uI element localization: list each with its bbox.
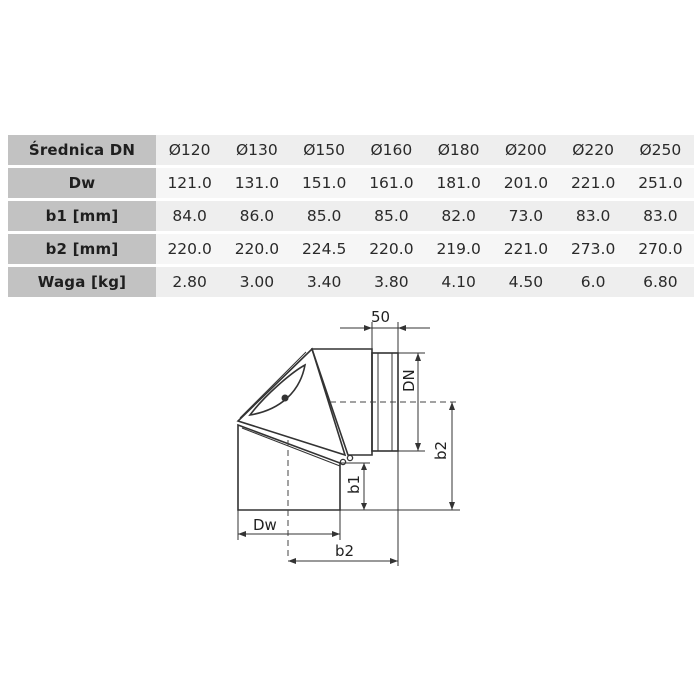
table-cell: 220.0 — [223, 234, 291, 264]
table-cell: 151.0 — [290, 168, 358, 198]
table-cell: 2.80 — [156, 267, 224, 297]
table-cell: 85.0 — [357, 201, 425, 231]
table-cell: 251.0 — [626, 168, 694, 198]
row-header: Dw — [8, 168, 156, 198]
label-dn: DN — [400, 369, 418, 392]
table-cell: 220.0 — [156, 234, 224, 264]
table-cell: 181.0 — [425, 168, 493, 198]
table-cell: Ø130 — [223, 135, 291, 165]
table-cell: 85.0 — [290, 201, 358, 231]
table-cell: 4.10 — [425, 267, 493, 297]
table-cell: 131.0 — [223, 168, 291, 198]
label-dw: Dw — [253, 516, 277, 534]
table-cell: 220.0 — [357, 234, 425, 264]
row-header: Waga [kg] — [8, 267, 156, 297]
table-cell: 4.50 — [492, 267, 560, 297]
arrow-b2h-right — [390, 558, 398, 564]
table-cell: 83.0 — [626, 201, 694, 231]
middle-seam-line — [239, 351, 307, 419]
lock-screw-2 — [346, 454, 354, 462]
table-cell: 273.0 — [559, 234, 627, 264]
bottom-seam-line — [241, 427, 341, 467]
table-cell: 83.0 — [559, 201, 627, 231]
table-cell: Ø180 — [425, 135, 493, 165]
elbow-top-segment — [310, 348, 373, 456]
table-cell: 3.40 — [290, 267, 358, 297]
table-cell: Ø250 — [626, 135, 694, 165]
elbow-diagram: 50 DN b2 b1 Dw b2 — [236, 308, 460, 566]
arrow-dw-left — [238, 531, 246, 537]
table-cell: 3.80 — [357, 267, 425, 297]
table-cell: Ø120 — [156, 135, 224, 165]
row-header: b2 [mm] — [8, 234, 156, 264]
table-cell: 3.00 — [223, 267, 291, 297]
arrow-dn-bottom — [415, 443, 421, 451]
label-b2-vertical: b2 — [432, 441, 450, 460]
table-cell: 84.0 — [156, 201, 224, 231]
table-cell: 86.0 — [223, 201, 291, 231]
lock-screw-1 — [339, 458, 347, 466]
table-cell: 221.0 — [492, 234, 560, 264]
table-cell: Ø160 — [357, 135, 425, 165]
arrow-dw-right — [332, 531, 340, 537]
arrow-dn-top — [415, 353, 421, 361]
arrow-b1-bottom — [361, 503, 367, 510]
arrow-50-right — [398, 325, 406, 331]
damper-pivot — [281, 394, 289, 402]
table-cell: 6.0 — [559, 267, 627, 297]
arrow-b2h-left — [288, 558, 296, 564]
damper-flap — [248, 363, 307, 417]
table-cell: Ø220 — [559, 135, 627, 165]
elbow-middle-segment — [236, 347, 347, 457]
arrow-b2v-top — [449, 402, 455, 410]
table-cell: 73.0 — [492, 201, 560, 231]
table-cell: Ø200 — [492, 135, 560, 165]
arrow-b2v-bottom — [449, 502, 455, 510]
table-cell: 6.80 — [626, 267, 694, 297]
label-b2-horizontal: b2 — [335, 542, 354, 560]
table-cell: 270.0 — [626, 234, 694, 264]
table-cell: 161.0 — [357, 168, 425, 198]
table-cell: 121.0 — [156, 168, 224, 198]
row-header: Średnica DN — [8, 135, 156, 165]
table-cell: Ø150 — [290, 135, 358, 165]
table-cell: 221.0 — [559, 168, 627, 198]
arrow-50-left — [364, 325, 372, 331]
table-cell: 219.0 — [425, 234, 493, 264]
table-cell: 82.0 — [425, 201, 493, 231]
label-b1: b1 — [345, 475, 363, 494]
arrow-b1-top — [361, 463, 367, 470]
table-cell: 224.5 — [290, 234, 358, 264]
table-cell: 201.0 — [492, 168, 560, 198]
label-50: 50 — [371, 308, 390, 326]
row-header: b1 [mm] — [8, 201, 156, 231]
